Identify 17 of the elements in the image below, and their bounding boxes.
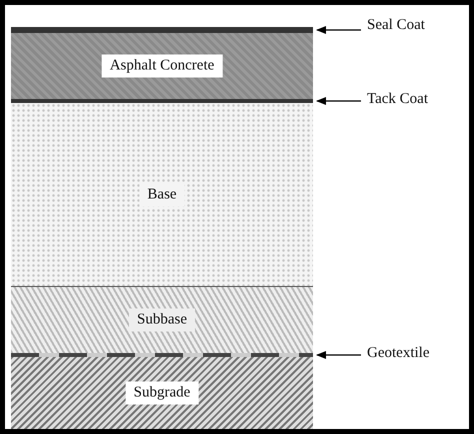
seal-coat-layer (11, 27, 313, 33)
layer-name: Subbase (129, 308, 195, 332)
layer-name: Asphalt Concrete (102, 54, 222, 78)
layer-name: Base (139, 183, 185, 206)
layer-label: Geotextile (367, 345, 430, 362)
layer-label: Seal Coat (367, 17, 425, 34)
subgrade-layer (11, 357, 313, 429)
base-layer (11, 103, 313, 287)
geotextile-layer (11, 353, 313, 357)
leader-arrow (316, 97, 361, 105)
subbase-layer (11, 287, 313, 353)
leader-arrow (316, 351, 361, 359)
layer-label: Tack Coat (367, 91, 428, 108)
tack-coat-layer (11, 99, 313, 103)
asphalt-concrete-layer (11, 33, 313, 99)
leader-arrow (316, 26, 361, 34)
layer-name: Subgrade (126, 382, 198, 404)
